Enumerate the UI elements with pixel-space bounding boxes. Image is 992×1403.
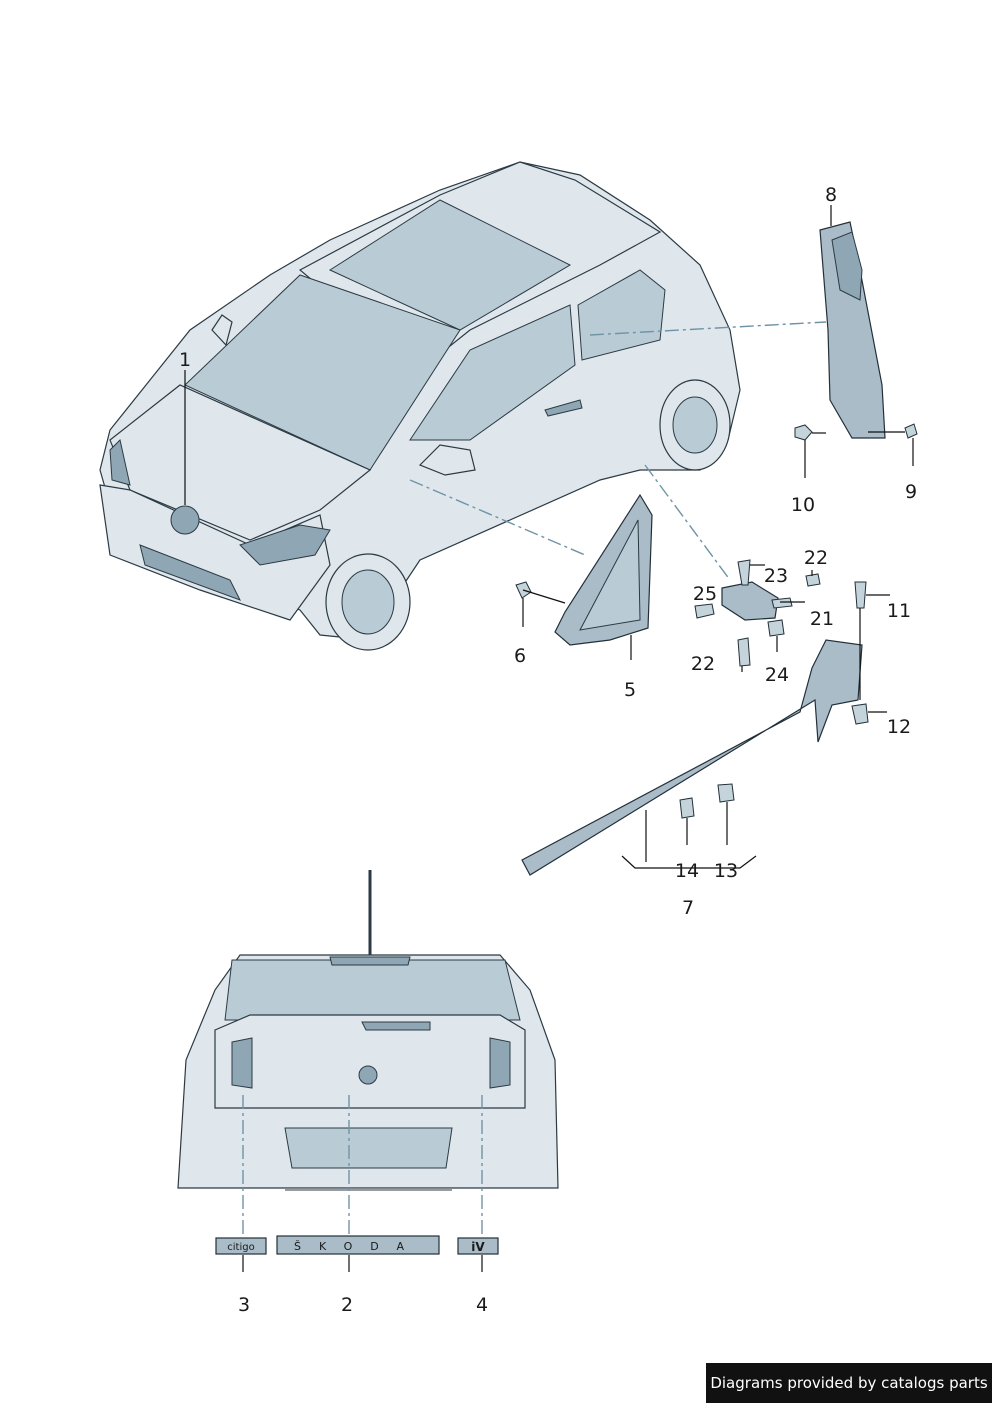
callout-13: 13 — [714, 860, 738, 882]
part-4-iv-badge: iV — [457, 1237, 499, 1255]
callout-6: 6 — [514, 645, 526, 667]
badge-3-text: citigo — [227, 1242, 254, 1253]
part-25-screw — [737, 559, 751, 586]
car-front-view — [99, 161, 741, 651]
part-21-bracket — [721, 581, 779, 621]
callout-21: 21 — [810, 608, 834, 630]
callout-4: 4 — [476, 1294, 488, 1316]
part-3-citigo-badge: citigo — [215, 1237, 267, 1255]
callout-10: 10 — [791, 494, 815, 516]
callout-25: 25 — [693, 583, 717, 605]
badge-2-text: ŠKODA — [294, 1240, 422, 1253]
callout-3: 3 — [238, 1294, 250, 1316]
callout-9: 9 — [905, 481, 917, 503]
leader-dashed-5 — [409, 479, 586, 556]
badge-4-text: iV — [471, 1240, 485, 1254]
part-11-screw — [854, 581, 867, 609]
callout-12: 12 — [887, 716, 911, 738]
part-25-screw-left — [694, 603, 715, 619]
part-23-screw — [771, 597, 793, 609]
callout-14: 14 — [675, 860, 699, 882]
callout-1: 1 — [179, 349, 191, 371]
part-13-clip — [717, 783, 735, 803]
part-22-screw-top — [805, 573, 821, 587]
callout-2: 2 — [341, 1294, 353, 1316]
part-9-screw — [904, 423, 918, 439]
callout-22-bottom: 22 — [691, 653, 715, 675]
leader-lines — [184, 205, 914, 1272]
leader-dashed-21 — [644, 464, 731, 581]
credit-banner: Diagrams provided by catalogs parts — [706, 1363, 992, 1403]
leader-dashed-8 — [589, 321, 827, 336]
part-14-clip — [679, 797, 695, 819]
callout-5: 5 — [624, 679, 636, 701]
part-7-sill-trim — [521, 639, 863, 876]
car-rear-view — [177, 870, 559, 1191]
part-24-screw — [767, 619, 785, 637]
callout-23: 23 — [764, 565, 788, 587]
part-12-clip — [851, 703, 869, 725]
callout-22-top: 22 — [804, 547, 828, 569]
part-22-screw-bottom — [737, 637, 751, 667]
callout-11: 11 — [887, 600, 911, 622]
callout-24: 24 — [765, 664, 789, 686]
callout-8: 8 — [825, 184, 837, 206]
part-2-skoda-lettering: ŠKODA — [276, 1235, 440, 1255]
callout-7: 7 — [682, 897, 694, 919]
part-10-clip — [794, 424, 813, 441]
